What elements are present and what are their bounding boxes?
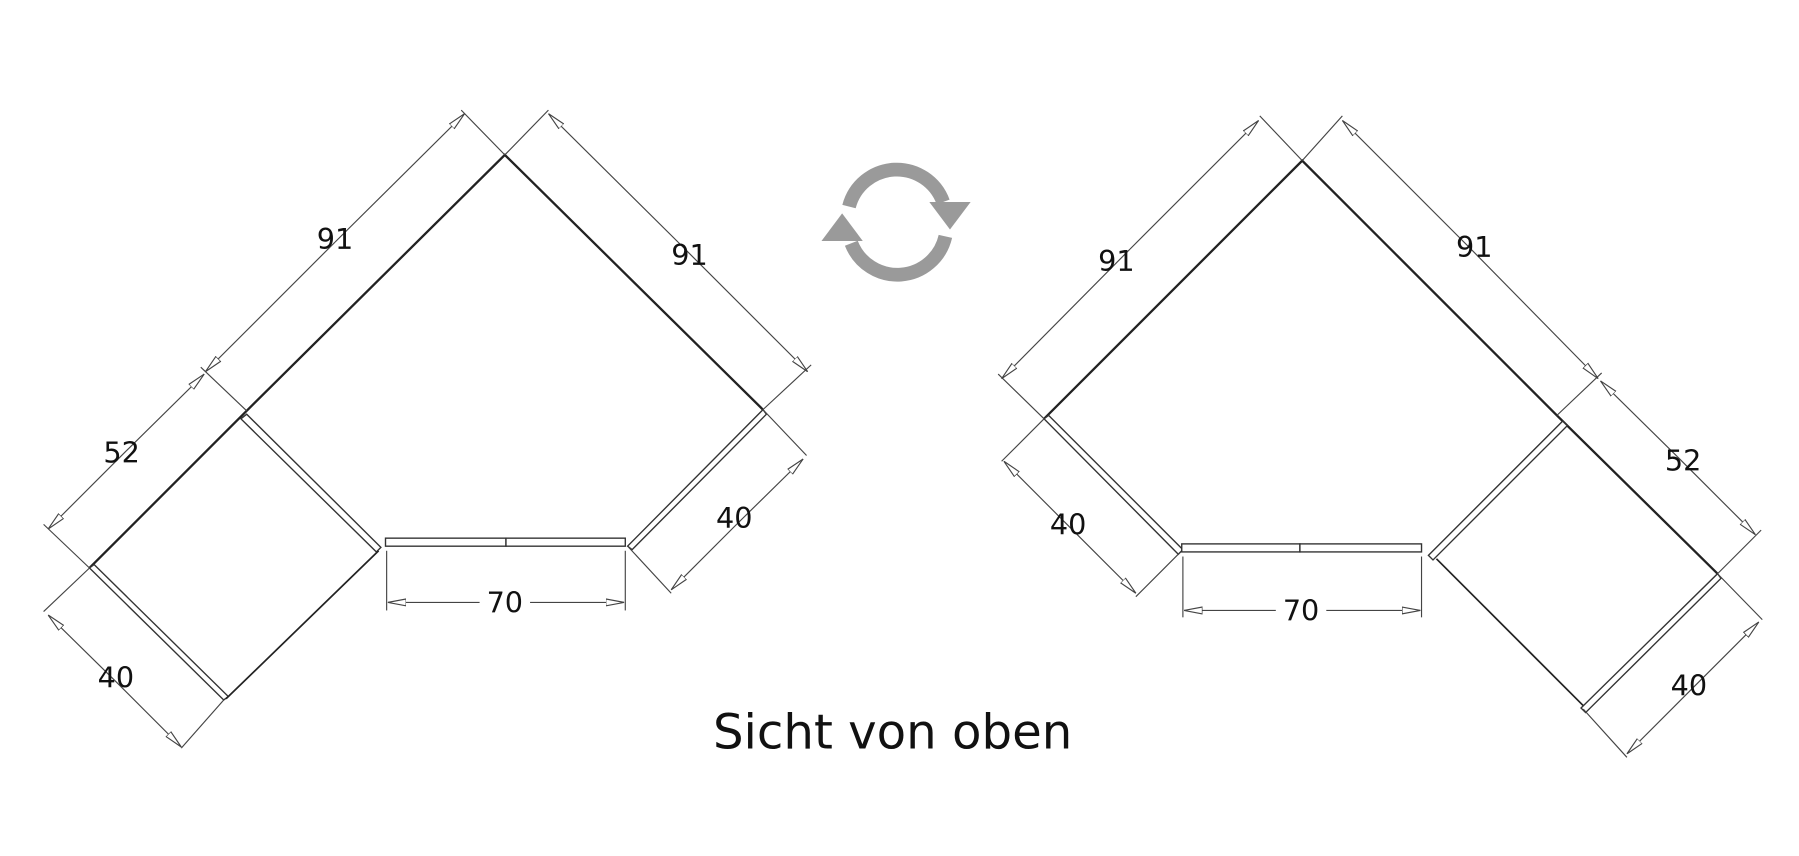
- dim-line: [1002, 248, 1131, 379]
- ext-line: [1582, 708, 1628, 758]
- dim-line: [1004, 461, 1070, 528]
- dim-label-side-length: 52: [103, 435, 139, 469]
- rotate-arrows-icon: [821, 162, 971, 282]
- right-front-door-b: [1299, 543, 1423, 553]
- dim-label-left-depth: 40: [1050, 508, 1086, 542]
- dim-line: [1068, 526, 1136, 594]
- left-front-door-a: [384, 537, 507, 547]
- dim-line: [125, 374, 204, 452]
- right-side-cabinet-panel: [1427, 420, 1569, 561]
- dim-label-top-left: 91: [1098, 244, 1134, 278]
- dim-label-top-right: 91: [1456, 230, 1492, 264]
- dim-line: [1342, 120, 1472, 250]
- dim-line: [736, 459, 804, 525]
- ext-line: [1259, 115, 1303, 162]
- dim-line: [1470, 248, 1598, 379]
- dim-line: [548, 114, 679, 243]
- dim-line: [1627, 686, 1694, 754]
- right-front-door-a: [1181, 543, 1301, 553]
- ext-line: [1301, 115, 1343, 162]
- dim-line: [1129, 120, 1259, 250]
- right-variant-drawing: 91 91 52 40 40 70: [997, 115, 1763, 758]
- left-side-cabinet-front: [225, 550, 380, 700]
- dim-label-side-length: 52: [1665, 443, 1701, 477]
- dim-line: [48, 615, 116, 681]
- dim-label-side-depth: 40: [1671, 668, 1707, 702]
- ext-line: [1556, 372, 1603, 416]
- ext-line: [200, 366, 248, 412]
- ext-line: [43, 567, 90, 613]
- ext-line: [460, 109, 506, 156]
- ext-line: [1135, 552, 1180, 598]
- ext-line: [43, 523, 90, 569]
- ext-line: [1717, 573, 1763, 621]
- ext-line: [762, 364, 812, 411]
- dim-line: [1693, 622, 1758, 688]
- left-back-outline: [88, 153, 764, 569]
- diagram-title: Sicht von oben: [713, 705, 1072, 761]
- left-variant-drawing: 91 91 52 40 40 70: [43, 109, 812, 749]
- dim-line: [1676, 456, 1755, 535]
- dim-line: [677, 241, 808, 372]
- left-front-door-b: [505, 537, 626, 547]
- right-back-outline: [1043, 159, 1719, 575]
- dim-line: [205, 241, 336, 372]
- right-side-cabinet-front: [1435, 558, 1584, 707]
- dim-line: [48, 450, 127, 529]
- ext-line: [997, 373, 1045, 420]
- dim-label-side-depth: 40: [98, 660, 134, 694]
- dim-line: [114, 680, 182, 747]
- dim-label-top-right: 91: [671, 238, 707, 272]
- dim-line: [1601, 381, 1678, 458]
- ext-line: [504, 109, 549, 156]
- left-side-cabinet-panel: [239, 413, 382, 553]
- dim-label-front-width: 70: [1283, 594, 1319, 628]
- ext-line: [1717, 529, 1762, 575]
- dim-label-top-left: 91: [317, 222, 353, 256]
- ext-line: [180, 699, 225, 749]
- dim-line: [334, 114, 465, 243]
- dim-label-front-width: 70: [487, 586, 523, 620]
- dim-line: [671, 523, 737, 589]
- ext-line: [762, 409, 807, 456]
- dim-label-right-depth: 40: [716, 501, 752, 535]
- ext-line: [1001, 418, 1045, 462]
- ext-line: [628, 546, 672, 594]
